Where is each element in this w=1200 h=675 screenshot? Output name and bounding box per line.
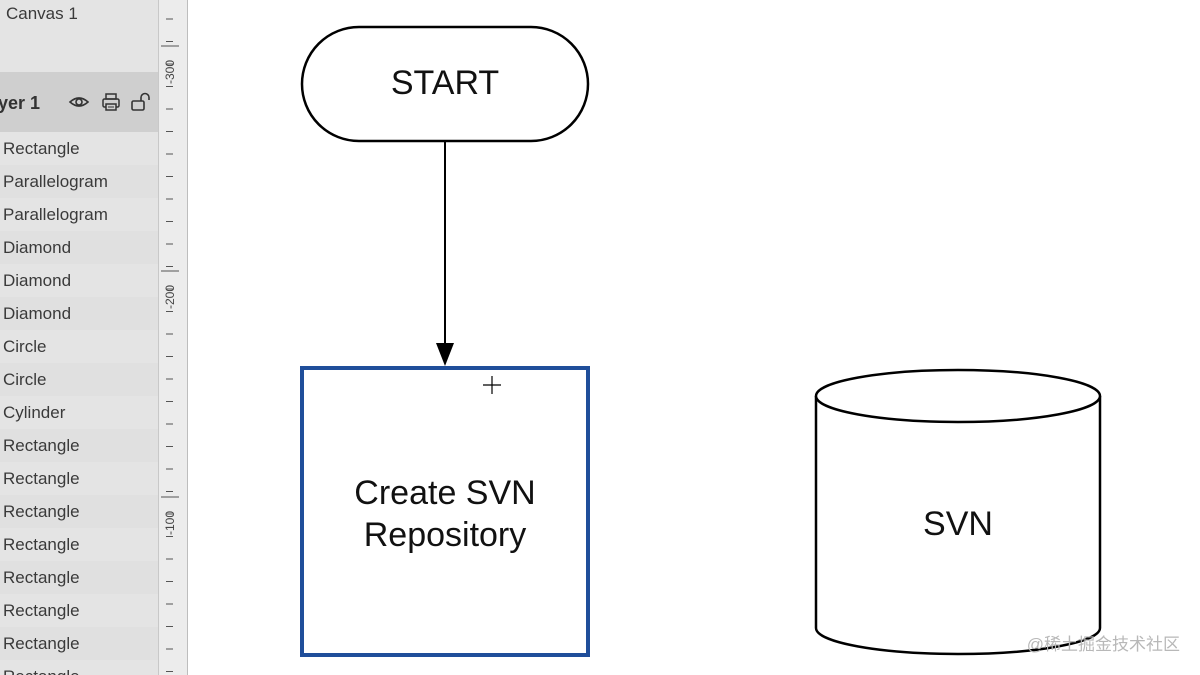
ruler-label: -300 [163, 59, 177, 84]
layer-item[interactable]: Parallelogram [3, 205, 108, 224]
layer-item[interactable]: Rectangle [3, 469, 80, 488]
layer-item[interactable]: Diamond [0, 297, 158, 330]
canvas-item[interactable]: Canvas 1 [6, 4, 78, 23]
layer-item[interactable]: Rectangle [3, 601, 80, 620]
crosshair-cursor-icon [483, 376, 501, 394]
watermark: @稀土掘金技术社区 [1026, 635, 1180, 654]
layer-item[interactable]: Cylinder [3, 403, 66, 422]
create-repository-label: Create SVN Repository [302, 472, 588, 556]
layer-row[interactable]: ayer 1 [0, 72, 158, 132]
create-repository-label-line1: Create SVN [354, 474, 536, 512]
layer-item[interactable]: Circle [3, 337, 47, 356]
printer-icon[interactable] [100, 92, 122, 112]
svn-cylinder-shape[interactable] [814, 368, 1102, 656]
layer-item[interactable]: Rectangle [0, 660, 158, 675]
layer-item[interactable]: Rectangle [3, 139, 80, 158]
create-repository-shape[interactable] [300, 366, 590, 657]
layer-item[interactable]: Rectangle [0, 627, 158, 660]
eye-icon[interactable] [68, 92, 90, 112]
layer-item[interactable]: Rectangle [0, 495, 158, 528]
layer-item[interactable]: Diamond [0, 231, 158, 264]
layer-item[interactable]: Rectangle [0, 429, 158, 462]
layer-item[interactable]: Rectangle [0, 561, 158, 594]
ruler-label: -200 [163, 284, 177, 309]
layer-item[interactable]: Rectangle [3, 535, 80, 554]
ruler-ticks [161, 18, 179, 672]
layers-sidebar: Canvas 1 ayer 1 [0, 0, 158, 675]
svn-label: SVN [923, 505, 993, 543]
vertical-ruler: -300 -200 -100 [158, 0, 188, 675]
ruler-label: -100 [163, 510, 177, 535]
unlock-icon[interactable] [130, 92, 152, 112]
start-label: START [390, 64, 500, 102]
create-repository-label-line2: Repository [363, 516, 527, 554]
layer-item[interactable]: Parallelogram [0, 165, 158, 198]
layer-item[interactable]: Circle [0, 363, 158, 396]
layer-item[interactable]: Diamond [3, 271, 72, 290]
layer-name[interactable]: ayer 1 [0, 93, 41, 113]
arrowhead [436, 343, 454, 366]
drawing-canvas[interactable]: START Create SVN Repository SVN [188, 0, 1200, 675]
